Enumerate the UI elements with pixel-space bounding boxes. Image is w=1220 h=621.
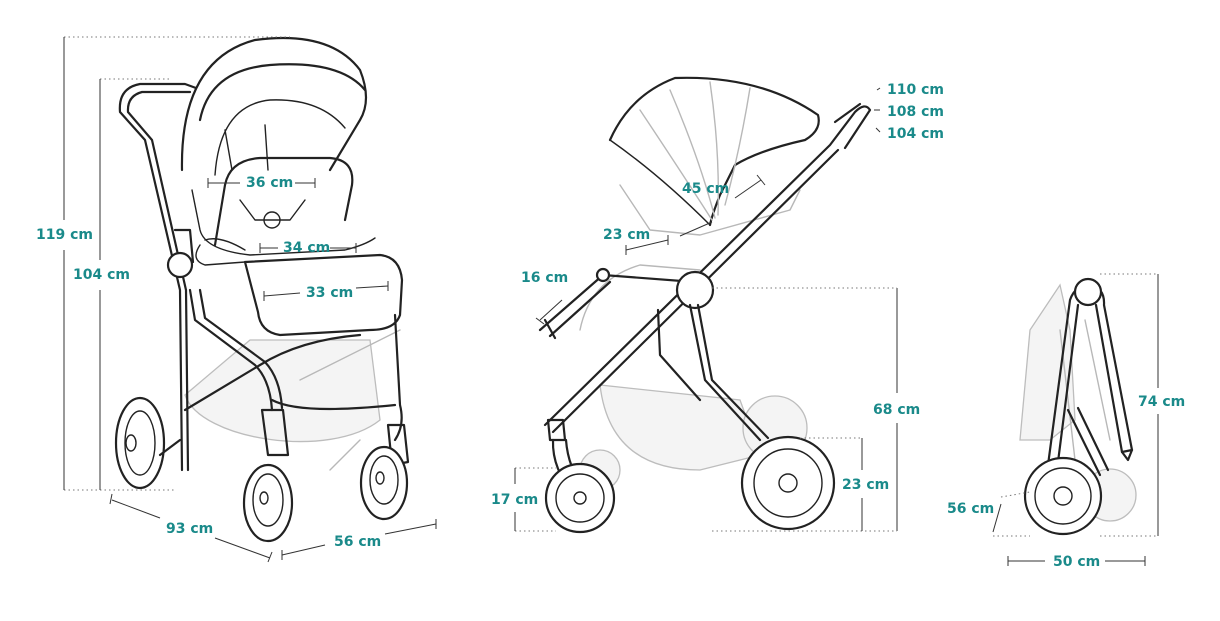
basket-ghost bbox=[184, 339, 381, 443]
label-footrest-width: 33 cm bbox=[306, 285, 353, 301]
cross-bar bbox=[183, 333, 362, 412]
main-hinge bbox=[675, 270, 715, 310]
canopy bbox=[180, 36, 368, 176]
side-view-stroller bbox=[538, 76, 872, 534]
side-rear-wheel bbox=[740, 435, 836, 531]
label-footrest-length: 16 cm bbox=[521, 270, 568, 286]
front-view-stroller bbox=[114, 36, 410, 543]
front-view-labels: 119 cm 104 cm 36 cm 34 cm 33 cm 93 cm 56… bbox=[36, 175, 381, 550]
footrest-pivot bbox=[595, 267, 611, 283]
folded-seat-ghost bbox=[1019, 283, 1076, 441]
armrest-left bbox=[173, 228, 195, 264]
label-handle-104: 104 cm bbox=[887, 126, 944, 142]
label-total-height: 119 cm bbox=[36, 227, 93, 243]
handle-bar bbox=[543, 105, 872, 427]
label-handle-height: 104 cm bbox=[73, 267, 130, 283]
bumper-bar bbox=[213, 156, 354, 247]
folded-view-dimensions bbox=[992, 273, 1159, 566]
rear-axle bbox=[158, 438, 182, 457]
label-seat-depth: 23 cm bbox=[603, 227, 650, 243]
label-rear-wheel: 23 cm bbox=[842, 477, 889, 493]
folded-frame-inner bbox=[1056, 303, 1124, 464]
label-handle-110: 110 cm bbox=[887, 82, 944, 98]
handle-grip bbox=[833, 102, 862, 124]
front-leg-right bbox=[393, 313, 403, 442]
rear-left-wheel bbox=[114, 396, 166, 490]
front-view-dimensions bbox=[63, 36, 437, 563]
front-right-wheel bbox=[359, 423, 410, 521]
folded-brace bbox=[1066, 406, 1110, 477]
label-backrest-length: 45 cm bbox=[682, 181, 729, 197]
folded-view-labels: 74 cm 56 cm 50 cm bbox=[947, 394, 1185, 570]
side-front-wheel bbox=[544, 462, 616, 534]
basket-ghost bbox=[599, 384, 761, 471]
folded-foot bbox=[1120, 448, 1134, 462]
hinge-left bbox=[166, 251, 194, 279]
leg-rest bbox=[195, 238, 404, 337]
seat-ghost bbox=[619, 184, 801, 236]
mid-leg bbox=[656, 308, 702, 402]
folded-view-stroller bbox=[1019, 277, 1137, 536]
label-folded-depth: 56 cm bbox=[947, 501, 994, 517]
label-canopy-width: 36 cm bbox=[246, 175, 293, 191]
label-folded-width: 50 cm bbox=[1053, 554, 1100, 570]
label-width: 56 cm bbox=[334, 534, 381, 550]
label-seat-width: 34 cm bbox=[283, 240, 330, 256]
label-folded-height: 74 cm bbox=[1138, 394, 1185, 410]
label-handle-108: 108 cm bbox=[887, 104, 944, 120]
lower-bar bbox=[270, 398, 397, 411]
handle-bar-left bbox=[118, 82, 198, 472]
seat-back bbox=[191, 124, 376, 256]
label-seat-height: 68 cm bbox=[873, 402, 920, 418]
far-frame-ghost bbox=[299, 329, 401, 471]
side-canopy bbox=[608, 76, 820, 227]
side-view-dimensions bbox=[514, 87, 898, 532]
label-front-wheel: 17 cm bbox=[491, 492, 538, 508]
rear-leg bbox=[688, 303, 770, 442]
front-leg-left bbox=[188, 288, 274, 412]
footrest-ghost bbox=[579, 264, 701, 331]
front-left-wheel bbox=[242, 408, 294, 543]
label-length: 93 cm bbox=[166, 521, 213, 537]
handle-bar-left-inner bbox=[126, 90, 192, 472]
folded-wheel bbox=[1023, 456, 1103, 536]
folded-hinge bbox=[1073, 277, 1103, 307]
side-view-labels: 110 cm 108 cm 104 cm 45 cm 23 cm 16 cm 6… bbox=[491, 82, 944, 508]
